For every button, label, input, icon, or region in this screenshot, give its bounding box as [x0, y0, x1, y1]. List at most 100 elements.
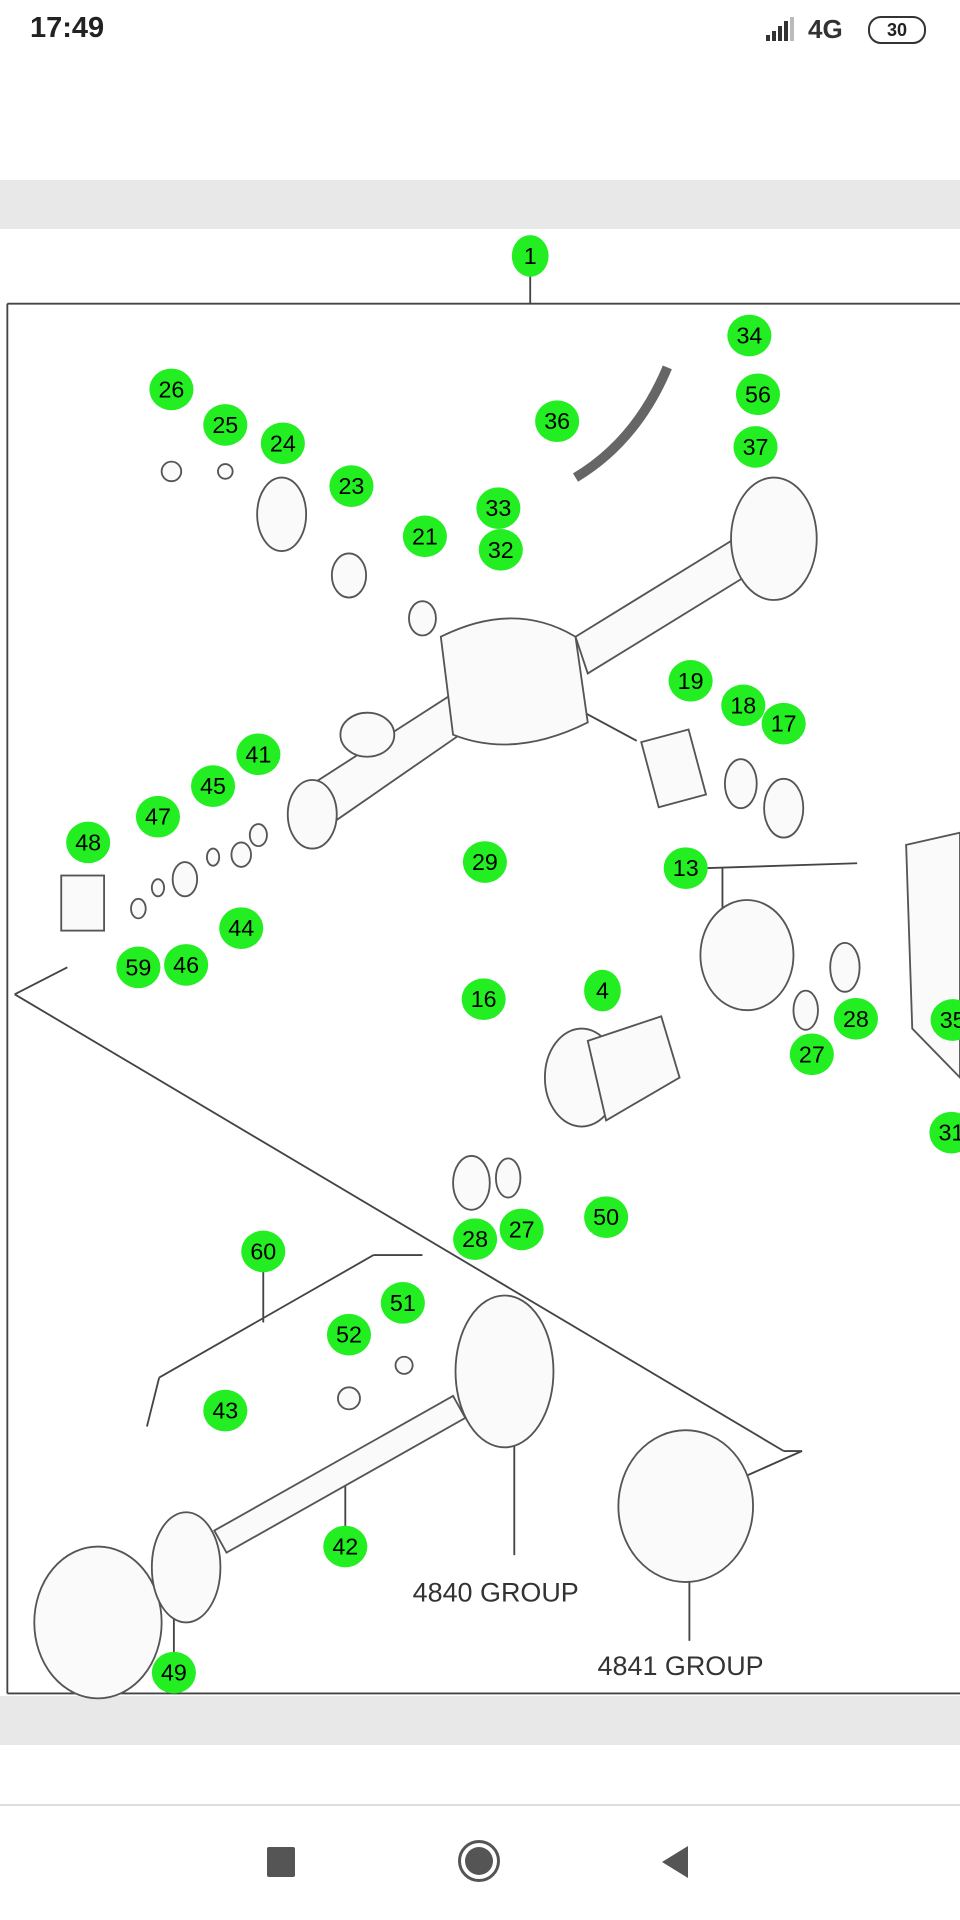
callout-badge — [727, 314, 772, 357]
callout-number: 31 — [938, 1120, 960, 1146]
callout-badge — [735, 373, 780, 416]
callout-badge — [668, 660, 713, 702]
callout-4[interactable]: 4 — [584, 969, 621, 1012]
callout-19[interactable]: 19 — [668, 660, 713, 702]
callout-number: 23 — [338, 473, 364, 499]
callout-49[interactable]: 49 — [151, 1651, 196, 1694]
callout-number: 45 — [200, 773, 226, 799]
callout-44[interactable]: 44 — [219, 907, 264, 949]
nav-divider — [0, 1804, 960, 1806]
callout-17[interactable]: 17 — [761, 702, 806, 745]
callout-badge — [260, 422, 305, 465]
callout-badge — [219, 907, 264, 949]
callout-badge — [535, 400, 580, 443]
callout-23[interactable]: 23 — [329, 465, 374, 507]
callout-34[interactable]: 34 — [727, 314, 772, 357]
callout-31[interactable]: 31 — [929, 1111, 960, 1154]
callout-number: 29 — [472, 849, 498, 875]
callout-number: 43 — [212, 1398, 238, 1424]
callout-28[interactable]: 28 — [453, 1218, 498, 1260]
callout-32[interactable]: 32 — [478, 528, 523, 571]
callout-number: 52 — [336, 1322, 362, 1348]
callout-number: 42 — [332, 1534, 358, 1560]
callout-37[interactable]: 37 — [733, 426, 778, 468]
callout-badge — [461, 978, 506, 1020]
callout-badge — [164, 944, 209, 986]
callout-26[interactable]: 26 — [149, 368, 194, 411]
group-4840-label[interactable]: 4840 GROUP — [413, 1578, 579, 1608]
callout-36[interactable]: 36 — [535, 400, 580, 443]
callout-number: 47 — [145, 804, 171, 830]
callout-18[interactable]: 18 — [721, 684, 766, 727]
callout-27[interactable]: 27 — [789, 1033, 834, 1076]
recents-button[interactable] — [252, 1832, 312, 1892]
callout-33[interactable]: 33 — [476, 487, 521, 529]
callout-47[interactable]: 47 — [135, 795, 180, 838]
callout-badge — [135, 795, 180, 838]
callout-21[interactable]: 21 — [402, 515, 447, 558]
callout-number: 36 — [544, 408, 570, 434]
callout-number: 26 — [158, 376, 184, 402]
callout-16[interactable]: 16 — [461, 978, 506, 1020]
battery-icon: 30 — [868, 16, 926, 44]
callout-46[interactable]: 46 — [164, 944, 209, 986]
back-button[interactable] — [650, 1832, 710, 1892]
callout-badge — [151, 1651, 196, 1694]
callout-number: 21 — [412, 523, 438, 549]
callout-badge — [203, 404, 248, 446]
callout-51[interactable]: 51 — [380, 1282, 425, 1324]
callout-number: 24 — [270, 430, 296, 456]
callout-badge — [476, 487, 521, 529]
callout-badge — [323, 1525, 368, 1568]
callout-1[interactable]: 1 — [511, 235, 549, 277]
callout-badge — [584, 969, 621, 1012]
callout-number: 27 — [509, 1216, 535, 1242]
callout-number: 44 — [228, 915, 254, 941]
callout-27[interactable]: 27 — [499, 1208, 544, 1251]
callout-badge — [462, 841, 507, 883]
callout-43[interactable]: 43 — [203, 1389, 248, 1432]
callout-badge — [663, 847, 708, 889]
callout-59[interactable]: 59 — [116, 946, 161, 989]
callout-badge — [478, 528, 523, 571]
callout-35[interactable]: 35 — [930, 999, 960, 1041]
callout-56[interactable]: 56 — [735, 373, 780, 416]
callout-badge — [191, 765, 236, 807]
callout-badge — [241, 1230, 286, 1273]
callout-48[interactable]: 48 — [66, 821, 111, 864]
callout-badge — [203, 1389, 248, 1432]
callout-badge — [499, 1208, 544, 1251]
callout-number: 17 — [771, 711, 797, 737]
callout-badge — [511, 235, 549, 277]
callout-badge — [789, 1033, 834, 1076]
network-type: 4G — [808, 14, 843, 44]
callout-badge — [761, 702, 806, 745]
bottom-band — [0, 1696, 960, 1745]
callout-52[interactable]: 52 — [326, 1313, 372, 1356]
callout-25[interactable]: 25 — [203, 404, 248, 446]
callout-42[interactable]: 42 — [323, 1525, 368, 1568]
status-bar: 17:49 4G 30 — [0, 0, 960, 64]
group-4841-label[interactable]: 4841 GROUP — [598, 1651, 764, 1681]
callout-number: 35 — [940, 1007, 960, 1033]
callout-number: 33 — [485, 495, 511, 521]
callout-28[interactable]: 28 — [833, 997, 878, 1040]
callout-badge — [116, 946, 161, 989]
callout-number: 28 — [462, 1226, 488, 1252]
callout-24[interactable]: 24 — [260, 422, 305, 465]
callout-50[interactable]: 50 — [584, 1196, 629, 1238]
home-button[interactable] — [450, 1832, 510, 1892]
callout-number: 50 — [593, 1204, 619, 1230]
callout-badge — [833, 997, 878, 1040]
callout-41[interactable]: 41 — [236, 733, 281, 776]
callout-45[interactable]: 45 — [191, 765, 236, 807]
callout-13[interactable]: 13 — [663, 847, 708, 889]
callout-60[interactable]: 60 — [241, 1230, 286, 1273]
callout-number: 37 — [743, 434, 769, 460]
square-icon — [267, 1847, 295, 1877]
top-band — [0, 180, 960, 229]
circle-icon — [458, 1840, 500, 1882]
callout-number: 51 — [390, 1290, 416, 1316]
callout-29[interactable]: 29 — [462, 841, 507, 883]
